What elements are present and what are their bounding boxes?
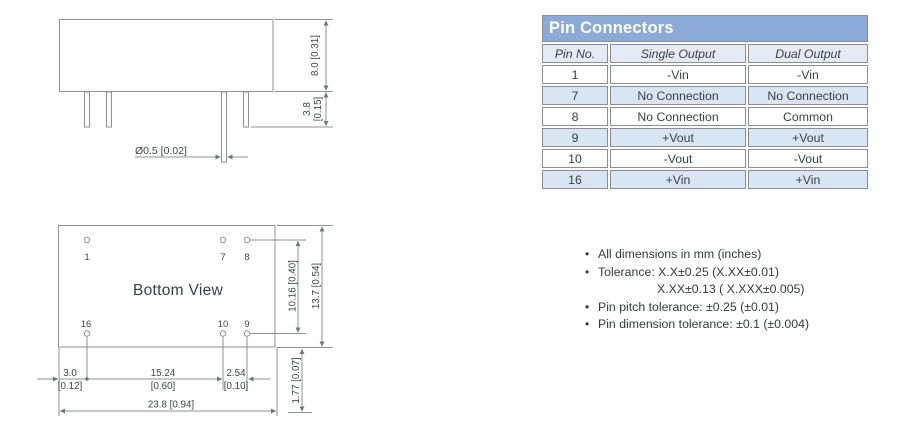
pin-hole-16 <box>83 330 91 337</box>
dim-body-depth-label: 13.7 [0.54] <box>311 263 322 310</box>
single-output-cell: -Vin <box>610 65 746 84</box>
table-row: 7 No Connection No Connection <box>542 86 868 105</box>
note-item: Pin dimension tolerance: ±0.1 (±0.004) <box>585 316 895 334</box>
table-row: 8 No Connection Common <box>542 107 868 126</box>
pin-number-16: 16 <box>81 319 92 330</box>
table-row: 1 -Vin -Vin <box>542 65 868 84</box>
bottom-view-body <box>58 225 276 348</box>
pin-number-8: 8 <box>244 252 249 263</box>
pin-table-title: Pin Connectors <box>542 15 868 42</box>
dim-edge-to-pin-in-label: [0.12] <box>58 381 83 392</box>
table-row: 10 -Vout -Vout <box>542 149 868 168</box>
pin-no-cell: 10 <box>542 149 608 168</box>
dim-body-width-label: 23.8 [0.94] <box>148 400 195 411</box>
table-row: 16 +Vin +Vin <box>542 170 868 189</box>
note-tolerance-line2: X.XX±0.13 ( X.XXX±0.005) <box>657 282 805 296</box>
side-pin <box>84 91 90 128</box>
dim-pin-row-spacing-label: 10.16 [0.40] <box>288 260 299 312</box>
dim-pin-pitch2-in-label: [0.10] <box>224 381 249 392</box>
dim-pin-pitch-in-label: [0.60] <box>151 381 176 392</box>
side-view-body <box>59 19 274 92</box>
table-row: 9 +Vout +Vout <box>542 128 868 147</box>
pin-no-cell: 16 <box>542 170 608 189</box>
dual-output-cell: +Vin <box>748 170 868 189</box>
side-pin-long <box>221 91 227 163</box>
dim-anchor-dot <box>85 377 89 381</box>
dim-pin-length-in-label: [0.15] <box>313 96 324 121</box>
dim-pin-to-edge-label: 1.77 [0.07] <box>291 357 302 404</box>
bottom-view-label: Bottom View <box>133 282 224 299</box>
mechanical-drawings: 8.0 [0.31] 3.8 [0.15] Ø0.5 [0.02] Bottom… <box>37 19 333 416</box>
side-pin <box>243 91 249 128</box>
pin-no-cell: 9 <box>542 128 608 147</box>
side-view-drawing: 8.0 [0.31] 3.8 [0.15] Ø0.5 [0.02] <box>59 19 333 163</box>
pin-table-header-row: Pin No. Single Output Dual Output <box>542 44 868 63</box>
col-header-dual-output: Dual Output <box>748 44 868 63</box>
dim-pin-pitch-mm-label: 15.24 <box>151 368 176 379</box>
dual-output-cell: +Vout <box>748 128 868 147</box>
pin-number-9: 9 <box>244 319 249 330</box>
dual-output-cell: -Vin <box>748 65 868 84</box>
dim-edge-to-pin-mm-label: 3.0 <box>63 368 77 379</box>
note-text: Pin pitch tolerance: ±0.25 (±0.01) <box>598 299 779 314</box>
dim-pin-diameter-label: Ø0.5 [0.02] <box>135 145 187 157</box>
dim-pin-pitch2-mm-label: 2.54 <box>226 368 246 379</box>
dim-body-height-label: 8.0 [0.31] <box>310 35 321 76</box>
pin-connectors-table: Pin Connectors Pin No. Single Output Dua… <box>540 13 870 191</box>
note-text: Tolerance: X.X±0.25 (X.XX±0.01) <box>598 264 779 279</box>
note-item: Tolerance: X.X±0.25 (X.XX±0.01) X.XX±0.1… <box>585 264 895 299</box>
pin-no-cell: 8 <box>542 107 608 126</box>
dual-output-cell: -Vout <box>748 149 868 168</box>
dual-output-cell: No Connection <box>748 86 868 105</box>
bottom-view-drawing: Bottom View 1 7 8 16 10 9 <box>37 225 333 416</box>
pin-no-cell: 1 <box>542 65 608 84</box>
pin-number-7: 7 <box>220 252 225 263</box>
pin-hole-8 <box>243 236 251 244</box>
dim-pin-length-mm-label: 3.8 <box>302 102 313 116</box>
single-output-cell: +Vin <box>610 170 746 189</box>
single-output-cell: No Connection <box>610 107 746 126</box>
side-pin <box>106 91 112 128</box>
note-text: All dimensions in mm (inches) <box>598 247 762 261</box>
pin-no-cell: 7 <box>542 86 608 105</box>
note-item: All dimensions in mm (inches) <box>585 246 895 264</box>
single-output-cell: -Vout <box>610 149 746 168</box>
pin-hole-10 <box>219 330 227 337</box>
dimension-notes: All dimensions in mm (inches) Tolerance:… <box>585 246 895 334</box>
single-output-cell: +Vout <box>610 128 746 147</box>
pin-number-1: 1 <box>84 252 89 263</box>
single-output-cell: No Connection <box>610 86 746 105</box>
pin-number-10: 10 <box>218 319 229 330</box>
pin-hole-7 <box>219 236 227 244</box>
pin-hole-1 <box>83 236 91 244</box>
note-item: Pin pitch tolerance: ±0.25 (±0.01) <box>585 299 895 317</box>
col-header-pin-no: Pin No. <box>542 44 608 63</box>
col-header-single-output: Single Output <box>610 44 746 63</box>
dual-output-cell: Common <box>748 107 868 126</box>
note-text: Pin dimension tolerance: ±0.1 (±0.004) <box>598 317 810 331</box>
pin-hole-9 <box>243 330 251 337</box>
